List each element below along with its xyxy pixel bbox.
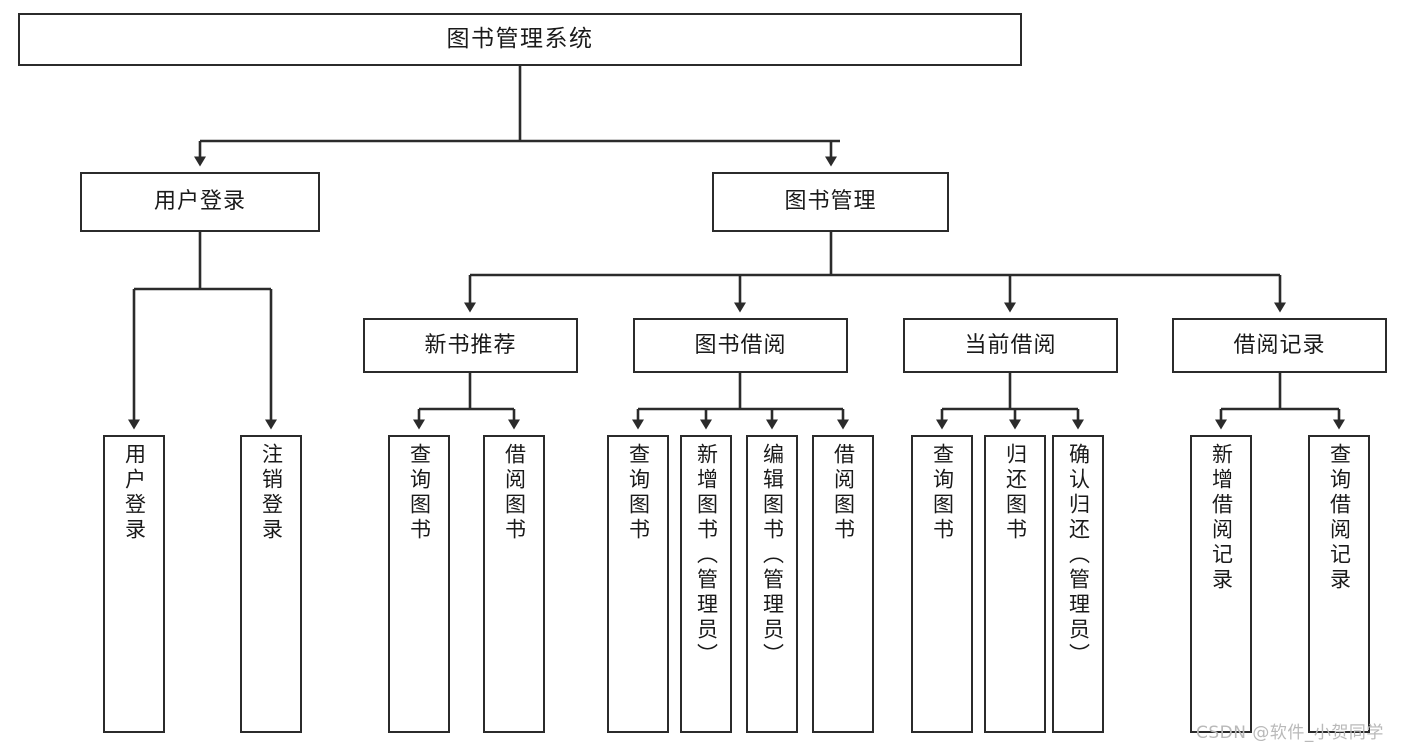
node-label: 借阅记录 [1233, 332, 1326, 358]
node-label: 编辑图书（管理员） [760, 443, 785, 668]
node-label: 查询借阅记录 [1327, 443, 1352, 593]
leaf-edit-book[interactable]: 编辑图书（管理员） [746, 435, 798, 733]
leaf-query-book-bor[interactable]: 查询图书 [607, 435, 669, 733]
leaf-return-book[interactable]: 归还图书 [984, 435, 1046, 733]
node-label: 用户登录 [153, 189, 246, 215]
node-book-borrowing[interactable]: 图书借阅 [633, 318, 848, 373]
node-label: 图书管理系统 [446, 25, 594, 52]
leaf-query-book-rec[interactable]: 查询图书 [388, 435, 450, 733]
node-root-book-management-system[interactable]: 图书管理系统 [18, 13, 1022, 66]
node-label: 注销登录 [259, 443, 284, 543]
leaf-query-book-cur[interactable]: 查询图书 [911, 435, 973, 733]
leaf-add-record[interactable]: 新增借阅记录 [1190, 435, 1252, 733]
node-label: 确认归还（管理员） [1066, 443, 1091, 668]
leaf-borrow-book-bor[interactable]: 借阅图书 [812, 435, 874, 733]
node-borrowing-record[interactable]: 借阅记录 [1172, 318, 1387, 373]
leaf-add-book[interactable]: 新增图书（管理员） [680, 435, 732, 733]
node-label: 新增图书（管理员） [694, 443, 719, 668]
node-current-borrowing[interactable]: 当前借阅 [903, 318, 1118, 373]
leaf-user-login[interactable]: 用户登录 [103, 435, 165, 733]
leaf-confirm-return[interactable]: 确认归还（管理员） [1052, 435, 1104, 733]
node-new-book-recommendation[interactable]: 新书推荐 [363, 318, 578, 373]
node-user-login[interactable]: 用户登录 [80, 172, 320, 232]
leaf-logout[interactable]: 注销登录 [240, 435, 302, 733]
node-label: 归还图书 [1003, 443, 1028, 543]
node-book-management[interactable]: 图书管理 [712, 172, 949, 232]
node-label: 借阅图书 [502, 443, 527, 543]
node-label: 当前借阅 [964, 332, 1057, 358]
node-label: 图书借阅 [694, 332, 787, 358]
leaf-borrow-book-rec[interactable]: 借阅图书 [483, 435, 545, 733]
node-label: 借阅图书 [831, 443, 856, 543]
node-label: 新书推荐 [424, 332, 517, 358]
node-label: 查询图书 [407, 443, 432, 543]
node-label: 新增借阅记录 [1209, 443, 1234, 593]
node-label: 图书管理 [784, 189, 877, 215]
node-label: 查询图书 [930, 443, 955, 543]
node-label: 查询图书 [626, 443, 651, 543]
leaf-query-record[interactable]: 查询借阅记录 [1308, 435, 1370, 733]
node-label: 用户登录 [122, 443, 147, 543]
csdn-watermark: CSDN @软件_小贺同学 [1196, 723, 1384, 743]
